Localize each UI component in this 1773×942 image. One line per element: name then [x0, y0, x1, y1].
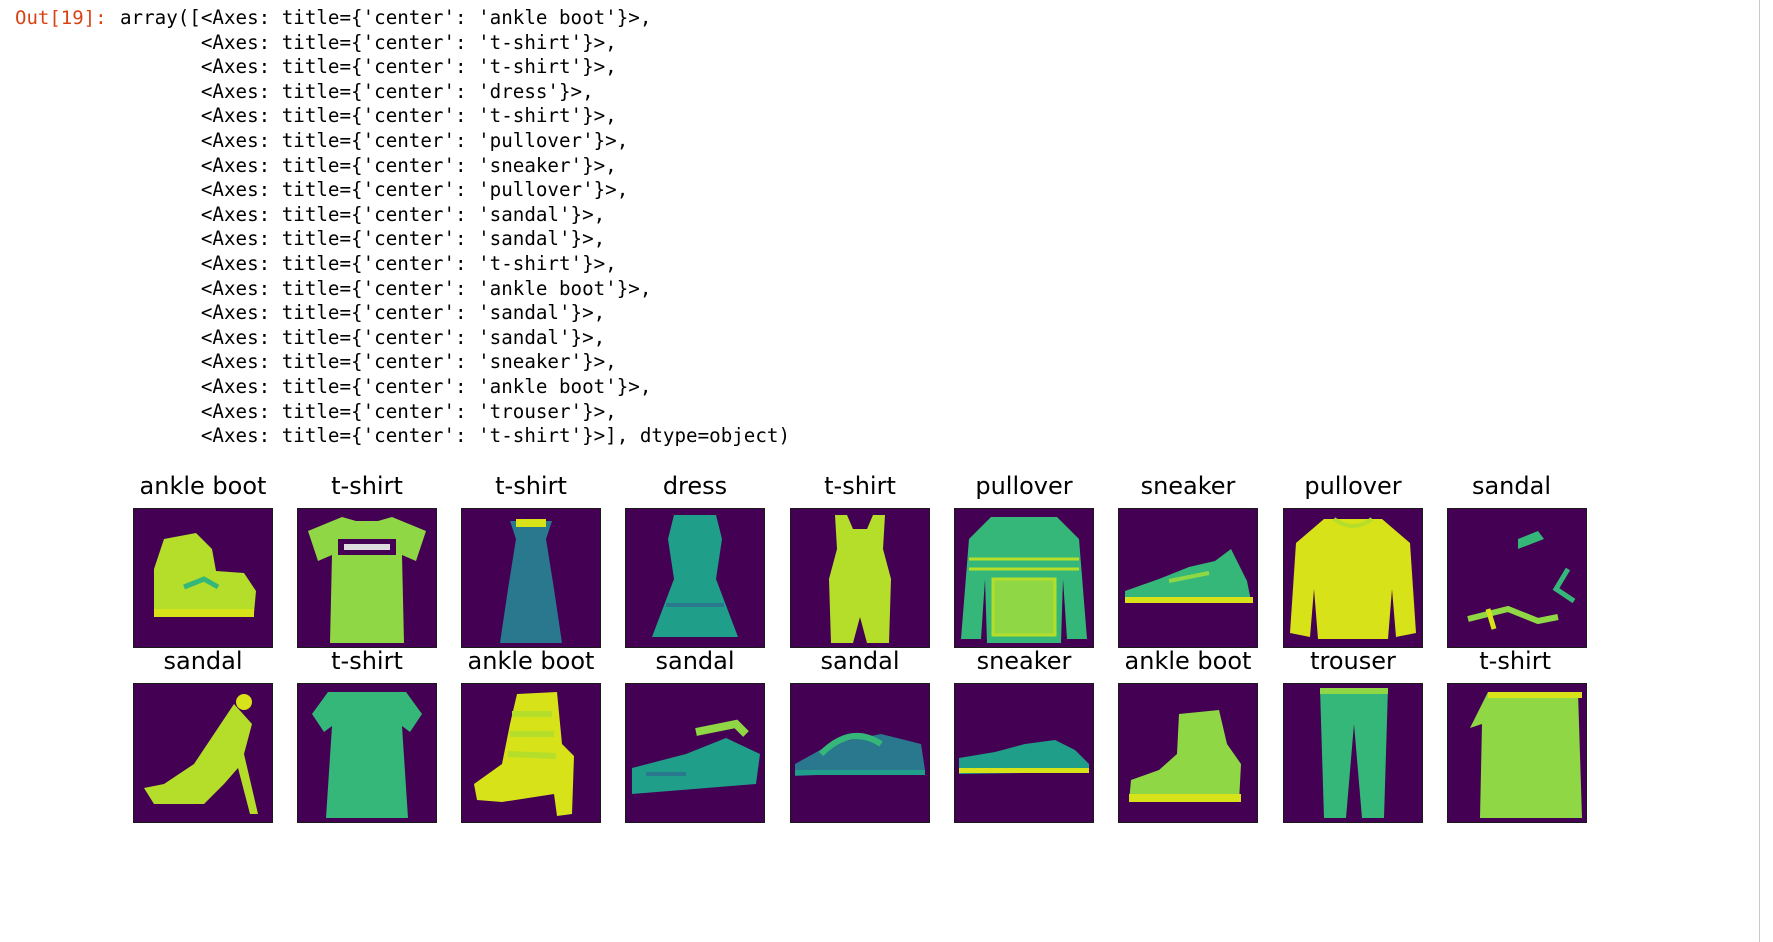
subplot-title: sandal	[1471, 472, 1551, 500]
subplot-title: t-shirt	[331, 647, 403, 675]
subplot-title: pullover	[975, 472, 1073, 500]
notebook-scrollbar-edge	[1759, 0, 1760, 942]
subplot-title: t-shirt	[495, 472, 567, 500]
clothing-image	[461, 508, 601, 648]
output-line: array([<Axes: title={'center': 'ankle bo…	[120, 6, 652, 29]
clothing-image	[625, 508, 765, 648]
output-line: <Axes: title={'center': 'sandal'}>,	[120, 301, 606, 325]
output-line: <Axes: title={'center': 't-shirt'}>,	[120, 30, 617, 54]
subplot-title: ankle boot	[139, 472, 267, 500]
output-line: <Axes: title={'center': 't-shirt'}>,	[120, 55, 617, 79]
output-prompt: Out[19]:	[15, 7, 107, 29]
subplot-title: pullover	[1304, 472, 1402, 500]
output-line: <Axes: title={'center': 'dress'}>,	[120, 79, 594, 103]
subplot-title: sandal	[163, 647, 243, 675]
clothing-image	[1447, 683, 1587, 823]
clothing-image	[954, 508, 1094, 648]
clothing-image	[790, 683, 930, 823]
subplot-title: sandal	[820, 647, 900, 675]
clothing-image	[133, 508, 273, 648]
image-grid-figure: ankle boot t-shirt t-shirt dress t-shirt pull…	[0, 470, 1757, 942]
clothing-image	[1447, 508, 1587, 648]
clothing-image	[1118, 508, 1258, 648]
subplot-title: t-shirt	[1479, 647, 1551, 675]
subplot-title: t-shirt	[331, 472, 403, 500]
output-line: <Axes: title={'center': 'ankle boot'}>,	[120, 374, 652, 398]
subplot-title: t-shirt	[824, 472, 896, 500]
output-line: <Axes: title={'center': 'sandal'}>,	[120, 202, 606, 226]
clothing-image	[954, 683, 1094, 823]
subplot-title: sandal	[655, 647, 735, 675]
output-line: <Axes: title={'center': 'sneaker'}>,	[120, 153, 617, 177]
output-line: <Axes: title={'center': 'trouser'}>,	[120, 399, 617, 423]
output-line: <Axes: title={'center': 't-shirt'}>,	[120, 251, 617, 275]
clothing-image	[1283, 683, 1423, 823]
clothing-image	[297, 683, 437, 823]
clothing-image	[461, 683, 601, 823]
clothing-image	[133, 683, 273, 823]
output-line: <Axes: title={'center': 'sandal'}>,	[120, 325, 606, 349]
subplot-title: ankle boot	[467, 647, 595, 675]
output-line: <Axes: title={'center': 'pullover'}>,	[120, 178, 629, 202]
clothing-image	[1118, 683, 1258, 823]
output-line: <Axes: title={'center': 'sandal'}>,	[120, 227, 606, 251]
output-line: <Axes: title={'center': 't-shirt'}>], dt…	[120, 424, 791, 448]
clothing-image	[1283, 508, 1423, 648]
output-text: array([<Axes: title={'center': 'ankle bo…	[120, 6, 790, 449]
subplot-title: ankle boot	[1124, 647, 1252, 675]
output-line: <Axes: title={'center': 'sneaker'}>,	[120, 350, 617, 374]
clothing-image	[297, 508, 437, 648]
clothing-image	[790, 508, 930, 648]
output-line: <Axes: title={'center': 't-shirt'}>,	[120, 104, 617, 128]
subplot-title: dress	[662, 472, 728, 500]
clothing-image	[625, 683, 765, 823]
subplot-title: sneaker	[1140, 472, 1236, 500]
subplot-title: trouser	[1310, 647, 1396, 675]
subplot-title: sneaker	[976, 647, 1072, 675]
output-line: <Axes: title={'center': 'pullover'}>,	[120, 128, 629, 152]
output-line: <Axes: title={'center': 'ankle boot'}>,	[120, 276, 652, 300]
